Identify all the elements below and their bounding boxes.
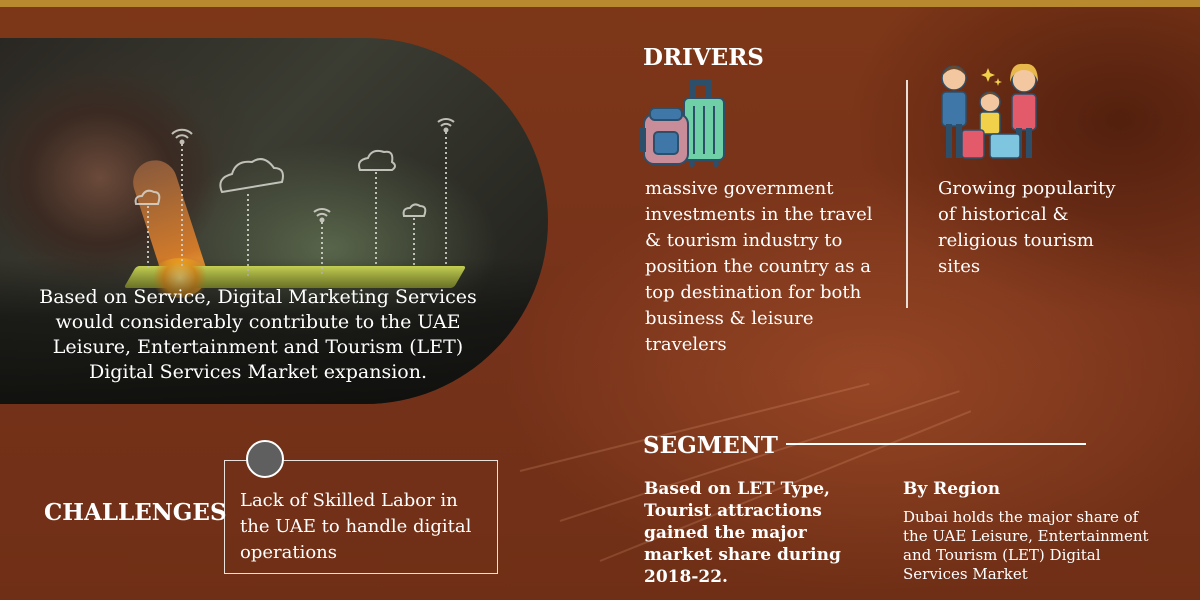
- luggage-icon: [640, 80, 725, 167]
- hero-text-overlay: [0, 258, 548, 404]
- challenges-heading: CHALLENGES: [44, 499, 227, 526]
- segment-divider: [786, 443, 1086, 445]
- drivers-heading: DRIVERS: [643, 44, 764, 71]
- region-text: Dubai holds the major share of the UAE L…: [903, 508, 1149, 583]
- region-title: By Region: [903, 479, 1001, 499]
- driver-2-text: Growing popularity of historical & relig…: [938, 178, 1116, 277]
- hero-caption: Based on Service, Digital Marketing Serv…: [39, 286, 477, 383]
- family-travel-icon: [941, 63, 1038, 159]
- challenge-marker: [246, 440, 284, 478]
- cloud-icon: [219, 158, 284, 194]
- top-accent-bar: [0, 0, 1200, 7]
- wifi-signal-icon: [437, 118, 455, 264]
- hero-image-panel: [0, 38, 548, 404]
- cloud-icon: [402, 203, 427, 217]
- cloud-icon: [358, 149, 396, 171]
- cloud-icon: [134, 189, 161, 205]
- challenge-text: Lack of Skilled Labor in the UAE to hand…: [240, 490, 472, 563]
- segment-heading: SEGMENT: [643, 432, 778, 459]
- challenge-box: [224, 460, 498, 574]
- driver-1-text: massive government investments in the tr…: [645, 178, 873, 355]
- drivers-divider: [906, 80, 908, 308]
- wifi-signal-icon: [171, 128, 193, 268]
- wifi-signal-icon: [313, 208, 331, 274]
- let-type-text: Based on LET Type, Tourist attractions g…: [644, 479, 841, 587]
